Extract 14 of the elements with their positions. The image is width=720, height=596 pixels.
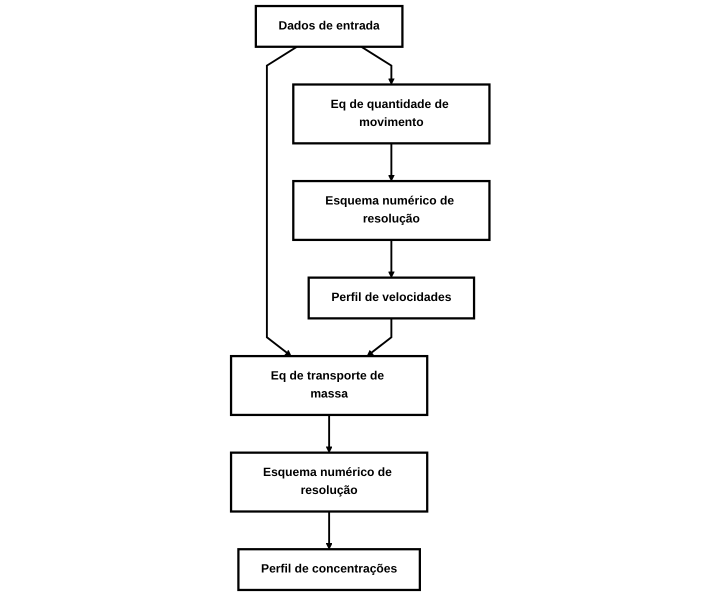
node-box: Eq de quantidade de movimento: [292, 83, 490, 144]
arrow: [388, 240, 394, 278]
node-box: Perfil de concentrações: [237, 548, 421, 592]
node-box: Eq de transporte de massa: [230, 354, 428, 416]
arrow: [326, 414, 332, 453]
arrow: [360, 46, 394, 85]
arrow: [366, 318, 392, 356]
arrow: [326, 512, 332, 550]
node-box: Esquema numérico de resolução: [292, 180, 490, 242]
arrow: [266, 46, 298, 356]
node-box: Perfil de velocidades: [307, 276, 475, 320]
node-box: Esquema numérico de resolução: [230, 452, 428, 513]
node-box: Dados de entrada: [254, 4, 404, 48]
arrow: [388, 143, 394, 182]
